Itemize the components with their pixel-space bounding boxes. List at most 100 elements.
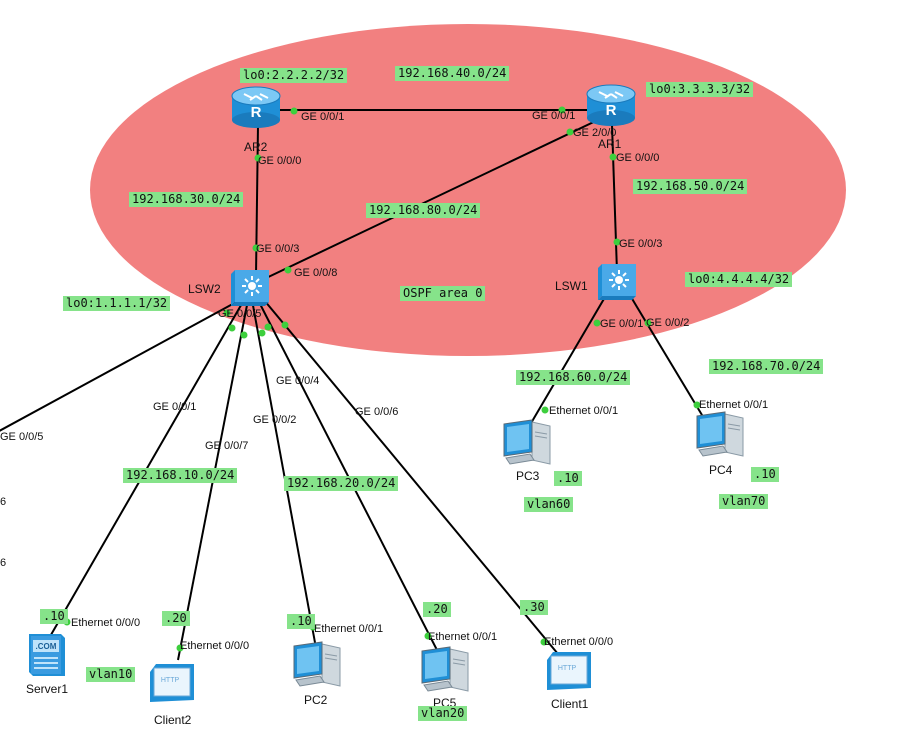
port-lsw2-ge006: GE 0/0/6 (355, 406, 399, 418)
router-ar1[interactable]: R (585, 84, 637, 128)
client-client1[interactable]: HTTP (543, 650, 595, 694)
port-dot-client1-eth (540, 638, 548, 646)
port-dot-pc3-eth (541, 406, 549, 414)
pc-icon (696, 411, 744, 457)
port-dot-lsw2-ge008 (284, 266, 292, 274)
client-client2-label: Client2 (154, 713, 192, 727)
port-lsw2-ge004: GE 0/0/4 (276, 375, 320, 387)
router-ar1-label: AR1 (598, 137, 622, 151)
pc-pc5[interactable] (418, 645, 472, 695)
port-pc5-eth: Ethernet 0/0/1 (428, 631, 498, 643)
port-dot-lsw2-ge004 (264, 323, 272, 331)
tag-client2-host: .20 (162, 611, 190, 626)
server-badge: .COM (36, 642, 57, 651)
tag-pc4-host: .10 (751, 467, 779, 482)
port-dot-ar1-ge001 (558, 106, 566, 114)
pc-pc2-label: PC2 (304, 693, 328, 707)
edge-fragment-1: 6 (0, 496, 7, 508)
port-ar1-ge000: GE 0/0/0 (616, 152, 660, 164)
server-server1-label: Server1 (26, 682, 69, 696)
port-lsw1-ge001: GE 0/0/1 (600, 318, 644, 330)
port-dot-lsw1-ge002 (644, 319, 652, 327)
tag-pc2-host: .10 (287, 614, 315, 629)
port-pc4-eth: Ethernet 0/0/1 (699, 399, 769, 411)
tag-pc5-host: .20 (423, 602, 451, 617)
port-dot-lsw1-ge003 (613, 238, 621, 246)
port-dot-pc4-eth (693, 401, 701, 409)
port-dot-lsw2-ge003 (252, 244, 260, 252)
switch-icon (231, 270, 269, 306)
link-lsw1-pc3 (526, 291, 609, 431)
client-icon: HTTP (150, 664, 194, 702)
port-lsw2-ge003: GE 0/0/3 (256, 243, 300, 255)
port-ar1-ge200: GE 2/0/0 (573, 127, 617, 139)
pc-pc4-label: PC4 (709, 463, 733, 477)
tag-net-70: 192.168.70.0/24 (709, 359, 824, 374)
port-ar1-ge001: GE 0/0/1 (532, 110, 576, 122)
port-lsw2-ge002: GE 0/0/2 (253, 414, 297, 426)
port-lsw1-ge002: GE 0/0/2 (646, 317, 690, 329)
pc-pc4[interactable] (693, 410, 747, 460)
port-dot-lsw2-ge002 (258, 329, 266, 337)
pc-icon (503, 419, 551, 465)
switch-lsw2[interactable] (229, 266, 273, 306)
port-pc2-eth: Ethernet 0/0/1 (314, 623, 384, 635)
pc-icon (421, 646, 469, 692)
client-badge: HTTP (558, 665, 577, 672)
port-lsw2-ge007: GE 0/0/7 (205, 440, 249, 452)
tag-lo-ar2: lo0:2.2.2.2/32 (240, 68, 348, 83)
tag-pc4-vlan: vlan70 (719, 494, 769, 509)
pc-pc2[interactable] (290, 640, 344, 690)
link-lsw2-client1 (263, 299, 564, 661)
pc-pc3-label: PC3 (516, 469, 540, 483)
port-dot-pc5-eth (424, 632, 432, 640)
client-badge: HTTP (161, 677, 180, 684)
port-pc3-eth: Ethernet 0/0/1 (549, 405, 619, 417)
tag-vlan10: vlan10 (86, 667, 136, 682)
port-lsw2-ge008: GE 0/0/8 (294, 267, 338, 279)
port-dot-lsw2-ge005 (223, 309, 231, 317)
port-ar2-ge001: GE 0/0/1 (301, 111, 345, 123)
tag-net-50: 192.168.50.0/24 (633, 179, 748, 194)
client-icon: HTTP (547, 652, 591, 690)
link-lsw2-pc2 (251, 299, 317, 649)
pc-icon (293, 641, 341, 687)
port-dot-ar1-ge200 (566, 128, 574, 136)
port-lsw2-ge001: GE 0/0/1 (153, 401, 197, 413)
port-dot-ar2-ge001 (290, 107, 298, 115)
edge-fragment-2: 6 (0, 557, 7, 569)
tag-lo-ar1: lo0:3.3.3.3/32 (646, 82, 754, 97)
port-server1-eth: Ethernet 0/0/0 (71, 617, 141, 629)
port-dot-lsw2-ge006 (281, 321, 289, 329)
switch-lsw1-label: LSW1 (555, 279, 588, 293)
router-ar2[interactable]: R (230, 86, 282, 130)
port-dot-lsw2-ge007 (240, 331, 248, 339)
port-client2-eth: Ethernet 0/0/0 (180, 640, 250, 652)
tag-net-40: 192.168.40.0/24 (395, 66, 510, 81)
server-icon: .COM (29, 634, 65, 676)
port-offscreen-ge005: GE 0/0/5 (0, 431, 44, 443)
tag-client1-host: .30 (520, 600, 548, 615)
port-client1-eth: Ethernet 0/0/0 (544, 636, 614, 648)
router-ar2-label: AR2 (244, 140, 268, 154)
link-ar1-lsw2 (261, 117, 603, 281)
port-lsw1-ge003: GE 0/0/3 (619, 238, 663, 250)
port-dot-ar2-ge000 (254, 154, 262, 162)
tag-net-80: 192.168.80.0/24 (366, 203, 481, 218)
tag-server1-host: .10 (40, 609, 68, 624)
client-client1-label: Client1 (551, 697, 589, 711)
client-client2[interactable]: HTTP (146, 662, 198, 706)
link-ar1-lsw1 (611, 124, 618, 273)
svg-text:R: R (606, 102, 617, 119)
pc-pc3[interactable] (500, 418, 554, 468)
switch-lsw2-label: LSW2 (188, 282, 221, 296)
tag-lo-lsw1: lo0:4.4.4.4/32 (685, 272, 793, 287)
port-ar2-ge000: GE 0/0/0 (258, 155, 302, 167)
tag-net-30: 192.168.30.0/24 (129, 192, 244, 207)
switch-icon (598, 264, 636, 300)
switch-lsw1[interactable] (596, 260, 640, 300)
port-dot-client2-eth (176, 644, 184, 652)
server-server1[interactable]: .COM (27, 630, 67, 678)
tag-vlan20: vlan20 (418, 706, 468, 721)
